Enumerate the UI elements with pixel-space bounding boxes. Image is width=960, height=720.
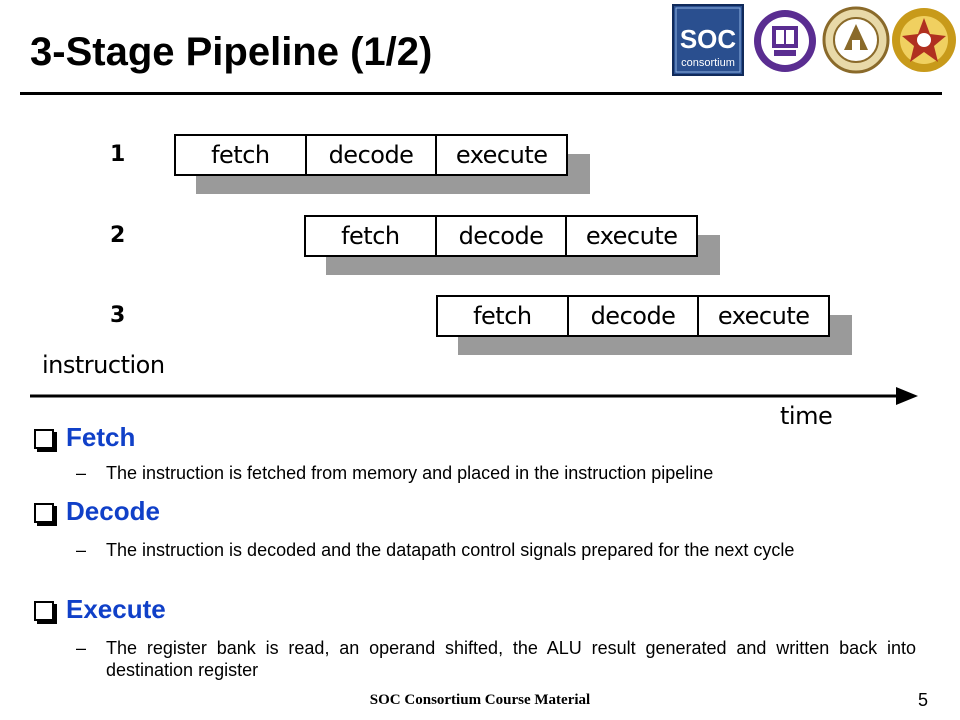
page-number: 5 <box>918 690 929 710</box>
checkbox-bullet-icon <box>34 600 54 621</box>
checkbox-bullet-icon <box>34 428 54 449</box>
bullet-detail-text: The instruction is fetched from memory a… <box>106 463 714 483</box>
stage-decode: decode <box>566 297 698 335</box>
stage-decode: decode <box>304 136 436 174</box>
instruction-number-3: 3 <box>110 303 126 328</box>
bullet-heading: Fetch <box>66 422 136 452</box>
university-seal-3-icon <box>892 8 956 72</box>
bullet-execute: Execute <box>34 594 166 625</box>
bullet-heading: Execute <box>66 594 166 624</box>
soc-consortium-logo: SOC consortium <box>672 4 744 76</box>
soc-logo-text: SOC <box>680 24 737 54</box>
stage-execute: execute <box>697 297 828 335</box>
dash-marker: – <box>76 540 87 560</box>
slide-footer: SOC Consortium Course Material <box>369 692 591 708</box>
instruction-axis-label: instruction <box>42 351 165 379</box>
title-underline <box>20 92 942 95</box>
instruction-number-2: 2 <box>110 223 126 248</box>
stage-decode: decode <box>434 217 566 255</box>
university-seal-2-icon <box>822 6 890 74</box>
instruction-number-1: 1 <box>110 142 126 167</box>
stage-fetch: fetch <box>211 141 270 169</box>
pipeline-stages: fetch decode execute <box>174 134 568 176</box>
pipeline-row-1: fetch decode execute <box>174 134 590 194</box>
university-seal-1-icon <box>754 10 816 72</box>
bullet-heading: Decode <box>66 496 160 526</box>
dash-marker: – <box>76 638 87 658</box>
time-arrow <box>30 387 918 405</box>
bullet-detail: – The instruction is decoded and the dat… <box>76 539 916 561</box>
time-axis-label: time <box>780 402 833 430</box>
checkbox-bullet-icon <box>34 502 54 523</box>
pipeline-stages: fetch decode execute <box>436 295 830 337</box>
slide-title: 3-Stage Pipeline (1/2) <box>30 30 433 74</box>
pipeline-row-3: fetch decode execute <box>436 295 852 355</box>
stage-fetch: fetch <box>341 222 400 250</box>
bullet-detail-text: The instruction is decoded and the datap… <box>106 540 795 560</box>
stage-execute: execute <box>565 217 696 255</box>
logo-strip: SOC consortium <box>672 4 957 76</box>
soc-logo-subtext: consortium <box>681 57 735 69</box>
bullet-detail-text: The register bank is read, an operand sh… <box>106 638 916 680</box>
stage-execute: execute <box>435 136 566 174</box>
pipeline-row-2: fetch decode execute <box>304 215 720 275</box>
pipeline-stages: fetch decode execute <box>304 215 698 257</box>
bullet-detail: – The instruction is fetched from memory… <box>76 462 916 484</box>
bullet-detail: – The register bank is read, an operand … <box>76 637 916 681</box>
bullet-decode: Decode <box>34 496 160 527</box>
stage-fetch: fetch <box>473 302 532 330</box>
dash-marker: – <box>76 463 87 483</box>
bullet-fetch: Fetch <box>34 422 135 453</box>
